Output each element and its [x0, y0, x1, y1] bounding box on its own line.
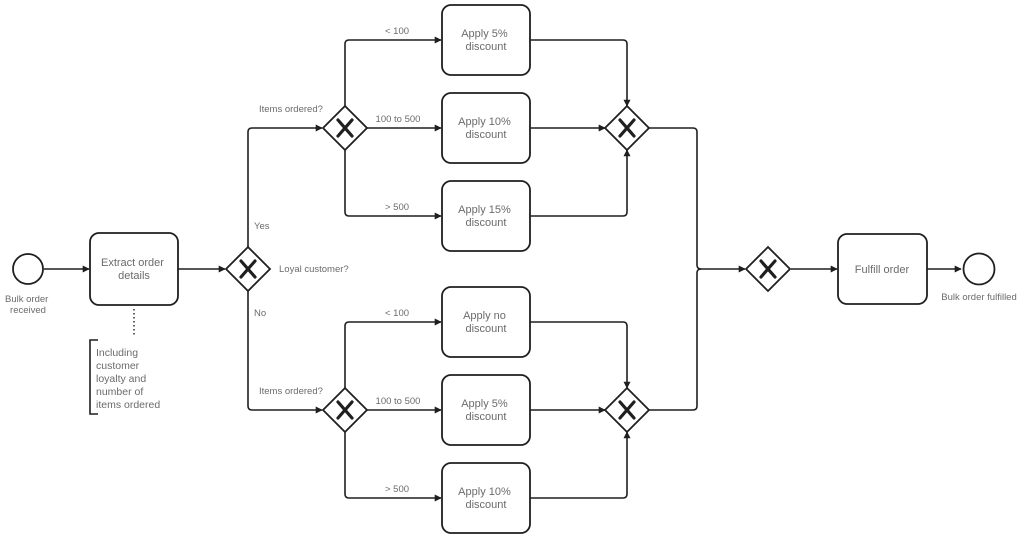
edge-label-no-lt100: < 100: [385, 308, 409, 319]
task-label: Fulfill order: [855, 264, 910, 276]
annotation-text: Including customer loyalty and number of…: [96, 347, 160, 411]
flow-merge-yes-to-final[interactable]: [649, 127, 746, 273]
flow-no-lt100[interactable]: [344, 318, 442, 388]
edge-label-yes: Yes: [254, 221, 270, 232]
annotation-line: Including: [96, 347, 138, 359]
task-label-line: Fulfill order: [855, 264, 910, 276]
exclusive-x-icon: [759, 259, 777, 279]
gateway-items-ordered-not-loyal[interactable]: [321, 386, 369, 434]
task-label: Extract order details: [101, 257, 167, 282]
annotation-line: items ordered: [96, 399, 160, 411]
task-label-line: details: [118, 270, 150, 282]
start-event-label: Bulk order received: [5, 294, 51, 316]
start-event-label-line: Bulk order: [5, 294, 48, 305]
flow-10pct-low-to-merge[interactable]: [530, 431, 631, 499]
task-label-line: discount: [466, 129, 507, 141]
task-yes-gt500-discount[interactable]: Apply 15% discount: [441, 180, 531, 252]
task-yes-100-500-discount[interactable]: Apply 10% discount: [441, 92, 531, 164]
task-label-line: discount: [466, 217, 507, 229]
task-label: Apply 5% discount: [461, 398, 511, 423]
task-no-100-500-discount[interactable]: Apply 5% discount: [441, 374, 531, 446]
gateway-merge-not-loyal[interactable]: [603, 386, 651, 434]
annotation-line: number of: [96, 386, 143, 398]
gateway-label-items-yes: Items ordered?: [259, 104, 323, 115]
gateway-loyal-customer[interactable]: [224, 245, 272, 293]
exclusive-x-icon: [239, 259, 257, 279]
sequence-flows: [44, 36, 962, 502]
edge-label-yes-lt100: < 100: [385, 26, 409, 37]
task-label: Apply no discount: [463, 310, 509, 335]
flow-15pct-to-merge[interactable]: [530, 149, 631, 217]
flow-loyal-yes[interactable]: [247, 124, 323, 247]
task-label: Apply 5% discount: [461, 28, 511, 53]
task-label: Apply 10% discount: [458, 486, 514, 511]
flow-merge-no-to-final[interactable]: [649, 268, 702, 411]
task-label: Apply 15% discount: [458, 204, 514, 229]
gateway-merge-final[interactable]: [744, 245, 792, 293]
gateway-items-ordered-loyal[interactable]: [321, 104, 369, 152]
flow-loyal-no[interactable]: [247, 291, 323, 414]
task-label-line: Apply 10%: [458, 116, 511, 128]
start-event-label-line: received: [10, 305, 46, 316]
exclusive-x-icon: [336, 400, 354, 420]
edge-label-no-gt500: > 500: [385, 484, 409, 495]
edge-label-yes-range: 100 to 500: [376, 114, 421, 125]
task-label: Apply 10% discount: [458, 116, 514, 141]
gateway-label-loyal: Loyal customer?: [279, 264, 349, 275]
flow-nodisc-to-merge[interactable]: [530, 321, 631, 389]
annotation-line: customer: [96, 360, 140, 372]
task-label-line: Apply 10%: [458, 486, 511, 498]
task-label-line: discount: [466, 499, 507, 511]
gateway-label-items-no: Items ordered?: [259, 386, 323, 397]
task-label-line: discount: [466, 411, 507, 423]
edge-label-no: No: [254, 308, 266, 319]
end-event-label: Bulk order fulfilled: [941, 292, 1017, 303]
end-event[interactable]: Bulk order fulfilled: [941, 252, 1017, 304]
annotation-line: loyalty and: [96, 373, 146, 385]
task-yes-lt100-discount[interactable]: Apply 5% discount: [441, 4, 531, 76]
edge-label-yes-gt500: > 500: [385, 202, 409, 213]
task-label-line: Apply 5%: [461, 28, 508, 40]
task-label-line: discount: [466, 323, 507, 335]
start-event[interactable]: Bulk order received: [5, 253, 51, 316]
gateway-merge-loyal[interactable]: [603, 104, 651, 152]
text-annotation[interactable]: Including customer loyalty and number of…: [89, 309, 160, 415]
annotation-bracket: [89, 339, 98, 415]
gateways: [224, 104, 792, 434]
flow-no-gt500[interactable]: [344, 432, 442, 502]
flow-5pct-to-merge[interactable]: [530, 39, 631, 107]
edge-label-no-range: 100 to 500: [376, 396, 421, 407]
task-fulfill-order[interactable]: Fulfill order: [837, 233, 928, 305]
flow-yes-gt500[interactable]: [344, 150, 442, 220]
exclusive-x-icon: [618, 118, 636, 138]
task-extract-order-details[interactable]: Extract order details: [89, 232, 179, 306]
task-label-line: Apply no: [463, 310, 506, 322]
task-label-line: Extract order: [101, 257, 164, 269]
flow-yes-lt100[interactable]: [344, 36, 442, 106]
task-label-line: discount: [466, 41, 507, 53]
task-label-line: Apply 5%: [461, 398, 508, 410]
task-no-gt500-discount[interactable]: Apply 10% discount: [441, 462, 531, 534]
exclusive-x-icon: [336, 118, 354, 138]
task-label-line: Apply 15%: [458, 204, 511, 216]
exclusive-x-icon: [618, 400, 636, 420]
task-no-lt100-discount[interactable]: Apply no discount: [441, 286, 531, 358]
